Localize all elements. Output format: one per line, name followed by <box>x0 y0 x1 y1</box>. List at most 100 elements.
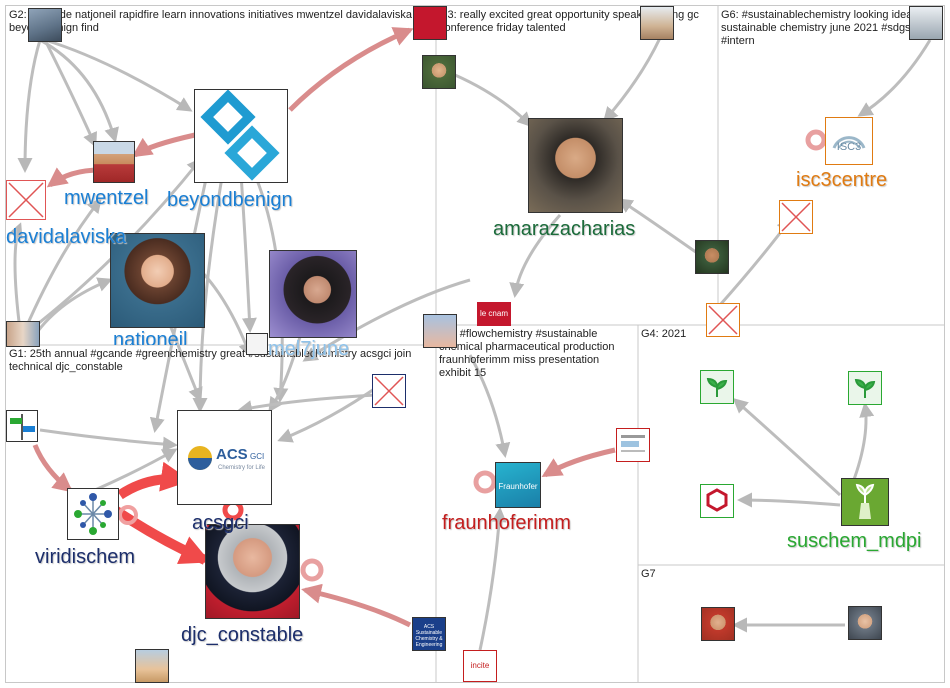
node-label-beyondbenign[interactable]: beyondbenign <box>167 189 293 211</box>
hexagon-icon <box>706 488 728 512</box>
small-avatar-icon[interactable] <box>246 333 268 355</box>
signpost-avatar[interactable] <box>6 410 38 442</box>
sustainable-eng-text: ACS Sustainable Chemistry & Engineering <box>415 624 443 648</box>
edge <box>94 448 178 492</box>
svg-text:GCI: GCI <box>250 452 264 461</box>
node-label-suschem-mdpi[interactable]: suschem_mdpi <box>787 530 922 552</box>
small-avatar-icon[interactable] <box>701 607 735 641</box>
edge <box>617 198 701 257</box>
svg-text:Fraunhofer: Fraunhofer <box>498 482 537 491</box>
lecnam-text: le cnam <box>479 309 508 318</box>
plant-icon <box>706 377 728 397</box>
svg-text:ISC3: ISC3 <box>837 141 861 153</box>
small-avatar-icon[interactable] <box>6 321 40 347</box>
node-label-amarazacharias[interactable]: amarazacharias <box>493 218 636 240</box>
plant-logo-node[interactable] <box>848 371 882 405</box>
amarazacharias-avatar[interactable] <box>528 118 623 213</box>
edge <box>23 197 102 331</box>
small-avatar-icon[interactable] <box>695 240 729 274</box>
edge <box>478 507 507 651</box>
small-avatar-icon[interactable] <box>909 6 943 40</box>
acs-gci-logo-icon: ACS GCI Chemistry for Life <box>188 446 266 471</box>
broken-image-icon <box>781 202 811 232</box>
node-label-isc3centre[interactable]: isc3centre <box>796 169 888 191</box>
sustainable-eng-logo[interactable]: ACS Sustainable Chemistry & Engineering <box>412 617 446 651</box>
edge <box>131 132 196 158</box>
group-caption-g2: G2: #gcande natjoneil rapidfire learn in… <box>9 9 412 34</box>
node-label-natjoneil[interactable]: natjoneil <box>113 329 188 345</box>
small-logo-icon[interactable] <box>616 428 650 462</box>
svg-text:ACS: ACS <box>216 446 248 463</box>
djc-constable-avatar[interactable] <box>205 524 300 619</box>
beyondbenign-node[interactable] <box>194 89 288 183</box>
edge <box>468 354 511 458</box>
broken-image-node[interactable] <box>372 374 406 408</box>
node-label-mel7june[interactable]: mel7june <box>268 338 350 360</box>
small-avatar-icon[interactable] <box>422 55 456 89</box>
edge <box>238 159 257 333</box>
mwentzel-avatar[interactable] <box>93 141 135 183</box>
node-label-fraunhoferimm[interactable]: fraunhoferimm <box>442 512 571 534</box>
incite-text: incite <box>470 661 490 670</box>
edge <box>237 393 376 416</box>
edge <box>192 159 227 413</box>
edge <box>43 39 97 148</box>
node-label-acsgci[interactable]: acsgci <box>192 512 249 534</box>
edge <box>277 383 381 443</box>
edge <box>857 39 932 117</box>
viridischem-logo[interactable] <box>67 488 119 540</box>
edge <box>44 38 193 112</box>
fraunhoferimm-logo[interactable]: Fraunhofer <box>495 462 541 508</box>
edge <box>32 444 74 493</box>
self-loop <box>805 129 827 151</box>
broken-image-icon <box>708 305 738 335</box>
network-logo-icon <box>74 493 112 535</box>
edge <box>8 222 23 331</box>
node-label-viridischem[interactable]: viridischem <box>35 546 136 568</box>
self-loop <box>473 470 497 494</box>
small-avatar-icon[interactable] <box>640 6 674 40</box>
edge <box>541 447 616 478</box>
small-avatar-icon[interactable] <box>848 606 882 640</box>
group-caption-g1: G1: 25th annual #gcande #greenchemistry … <box>9 348 412 373</box>
small-avatar-icon[interactable] <box>135 649 169 683</box>
mel7june-avatar[interactable] <box>269 250 357 338</box>
suschem-mdpi-logo[interactable] <box>841 478 889 526</box>
lecnam-logo[interactable]: le cnam <box>477 302 511 326</box>
poster-icon <box>621 435 645 452</box>
group-caption-g7: G7 <box>641 568 656 580</box>
self-loop <box>118 505 138 525</box>
small-avatar-icon[interactable] <box>28 8 62 42</box>
small-logo-icon[interactable] <box>413 6 447 40</box>
signpost-icon <box>10 414 35 440</box>
hexagon-logo-node[interactable] <box>700 484 734 518</box>
isc3centre-logo[interactable]: ISC3 <box>825 117 873 165</box>
davidalaviska-avatar[interactable] <box>6 180 46 220</box>
node-label-mwentzel[interactable]: mwentzel <box>64 187 149 209</box>
edge <box>117 461 191 500</box>
edge <box>112 505 211 565</box>
incite-logo[interactable]: incite <box>463 650 497 682</box>
node-label-davidalaviska[interactable]: davidalaviska <box>6 226 127 248</box>
edge <box>737 492 841 508</box>
small-avatar-icon[interactable] <box>423 314 457 348</box>
edge <box>17 39 42 173</box>
plant-icon <box>854 378 876 398</box>
plant-logo-icon <box>855 483 875 519</box>
edge <box>732 398 842 497</box>
broken-image-icon <box>8 182 44 218</box>
edge <box>33 277 113 336</box>
edge <box>301 583 412 628</box>
broken-image-node[interactable] <box>779 200 813 234</box>
edge <box>288 27 414 112</box>
isc3-logo-icon: ISC3 <box>832 136 866 153</box>
group-caption-g5: G5: #flowchemistry #sustainable chemical… <box>439 328 615 379</box>
panel-grid <box>5 5 945 683</box>
edge <box>39 428 178 452</box>
natjoneil-avatar[interactable] <box>110 233 205 328</box>
broken-image-node[interactable] <box>706 303 740 337</box>
node-label-djc-constable[interactable]: djc_constable <box>181 624 304 646</box>
acsgci-logo[interactable]: ACS GCI Chemistry for Life <box>177 410 272 505</box>
edges-red <box>32 27 616 628</box>
plant-logo-node[interactable] <box>700 370 734 404</box>
